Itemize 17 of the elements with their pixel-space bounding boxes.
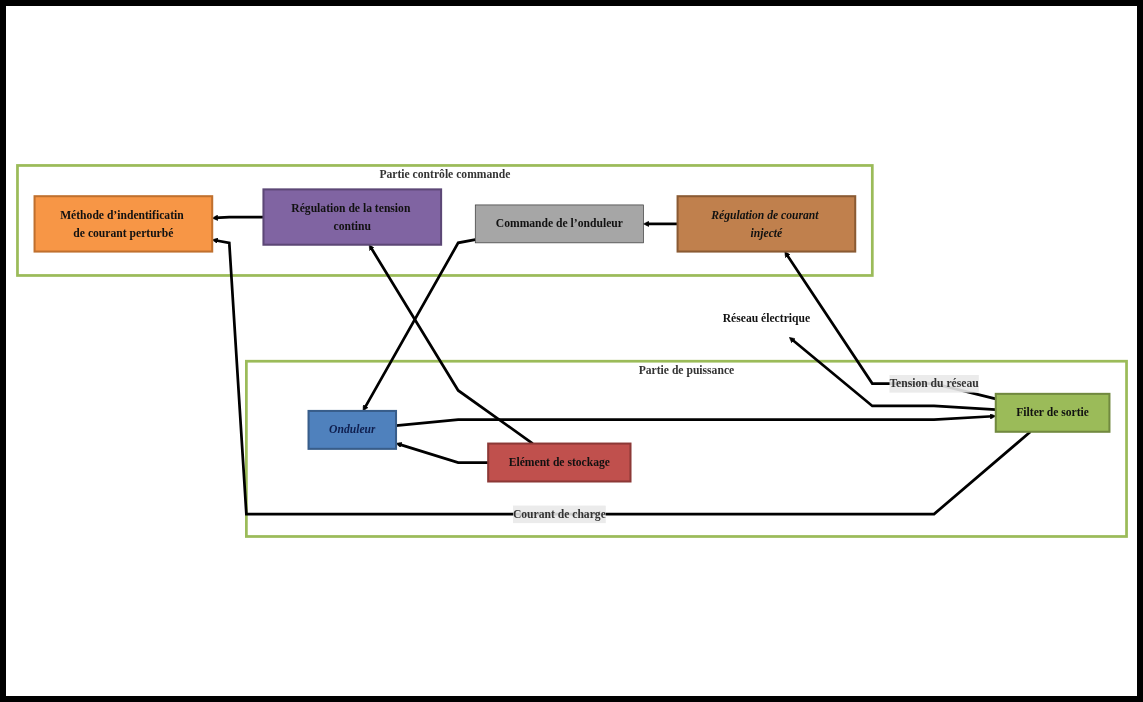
- arrow: [642, 220, 678, 227]
- arrow: [211, 214, 263, 221]
- node-box: Régulation de courant injecté: [676, 195, 856, 253]
- node-box: Onduleur: [307, 409, 397, 450]
- node-text: Réseau électrique: [722, 311, 810, 325]
- arrow: [395, 442, 488, 464]
- node-box: Régulation de la tension continu: [261, 188, 442, 246]
- arrow: [395, 413, 996, 428]
- arrow: [211, 237, 1031, 516]
- arrow: [788, 337, 996, 411]
- node-box: Méthode d’indentificatin de courant perturbé: [33, 195, 213, 253]
- edge-label: Courant de charge: [512, 507, 606, 521]
- arrow: [783, 251, 996, 401]
- node-box: Filter de sortie: [994, 392, 1110, 433]
- edge-label: Tension du réseau: [888, 376, 979, 390]
- node-box: Commande de l’onduleur: [474, 204, 644, 244]
- node-box: Elément de stockage: [486, 442, 631, 483]
